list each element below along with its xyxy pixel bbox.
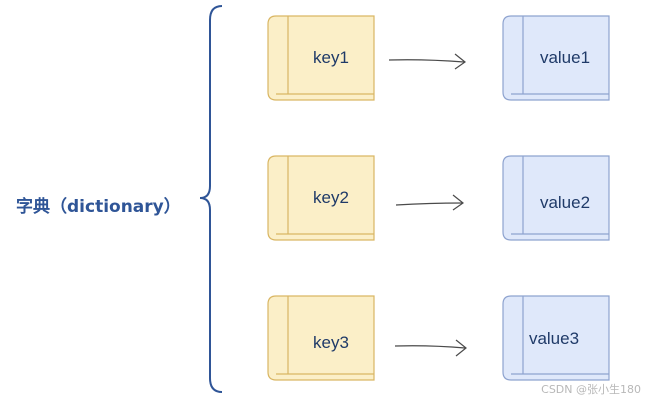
arrow-2 <box>395 194 465 211</box>
watermark: CSDN @张小生180 <box>541 382 641 396</box>
pair-row-2: key2 value2 <box>267 155 610 241</box>
value-label-2: value2 <box>540 193 590 212</box>
arrow-3 <box>394 339 467 357</box>
arrow-2-shaft <box>395 202 463 206</box>
key-book-3-cover <box>267 295 375 381</box>
key-book-2: key2 <box>267 155 375 241</box>
key-book-1-cover <box>267 15 375 101</box>
arrow-1-head <box>454 53 467 70</box>
arrow-3-head <box>455 339 467 357</box>
arrow-2-head <box>452 194 465 211</box>
arrow-3-shaft <box>394 345 466 349</box>
value-book-2: value2 <box>502 155 610 241</box>
arrow-1-shaft <box>388 59 465 63</box>
pair-row-1: key1 value1 <box>267 15 610 101</box>
key-book-1: key1 <box>267 15 375 101</box>
value-book-3: value3 <box>502 295 610 381</box>
value-book-1-cover <box>502 15 610 101</box>
value-book-1: value1 <box>502 15 610 101</box>
key-label-1: key1 <box>313 48 349 67</box>
dictionary-label: 字典（dictionary） <box>16 196 181 217</box>
key-book-2-cover <box>267 155 375 241</box>
key-book-3: key3 <box>267 295 375 381</box>
key-label-3: key3 <box>313 333 349 352</box>
arrow-1 <box>388 53 467 70</box>
value-label-3: value3 <box>529 329 579 348</box>
value-book-2-cover <box>502 155 610 241</box>
value-book-3-cover <box>502 295 610 381</box>
curly-brace <box>199 5 223 393</box>
pair-row-3: key3 value3 <box>267 295 610 381</box>
key-label-2: key2 <box>313 188 349 207</box>
value-label-1: value1 <box>540 48 590 67</box>
